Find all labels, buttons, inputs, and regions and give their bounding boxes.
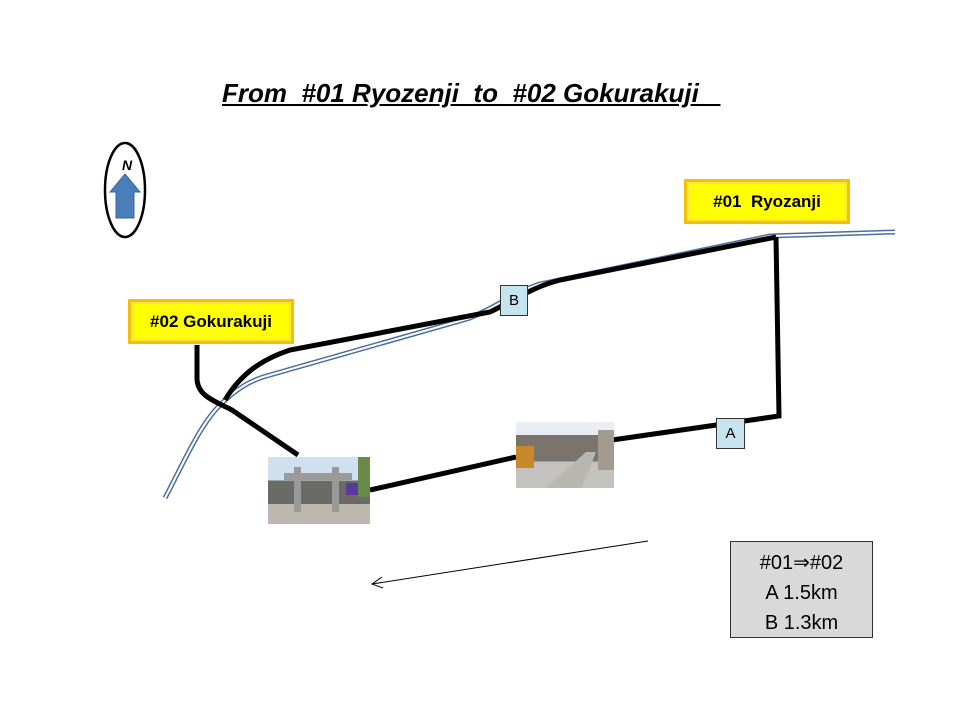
route-label-b: B [500,285,528,316]
photo-street [516,422,614,488]
legend-route-a: A 1.5km [765,582,838,604]
photo-gokurakuji-gate [268,457,370,524]
route-to-gokurakuji [194,345,300,458]
north-arrow-icon [108,173,142,219]
legend-heading: #01⇒#02 [759,552,844,574]
map-title: From #01 Ryozenji to #02 Gokurakuji [222,78,721,108]
distance-legend: #01⇒#02 A 1.5km B 1.3km [730,541,873,638]
route-b-line [222,234,777,402]
place-label-gokurakuji: #02 Gokurakuji [128,299,294,344]
route-label-a: A [716,418,745,449]
direction-arrowhead-icon [370,576,384,589]
direction-arrow [371,540,649,585]
legend-route-b: B 1.3km [764,612,839,634]
route-a-line [369,236,782,493]
place-label-ryozenji: #01 Ryozanji [684,179,850,224]
compass-n-label: N [122,157,133,173]
compass-ellipse [103,141,147,239]
